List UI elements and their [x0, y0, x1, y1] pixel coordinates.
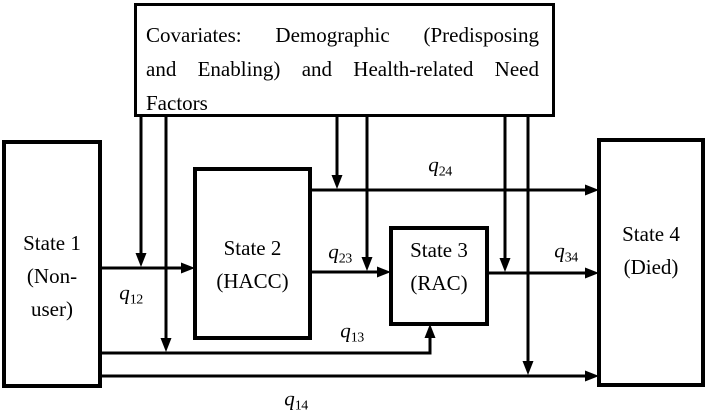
state3-label-line: (RAC): [410, 271, 468, 295]
q-subscript: 13: [350, 330, 365, 346]
q-symbol: q: [340, 318, 351, 343]
covariate-arrow-to-q23: [361, 117, 373, 271]
arrowhead-down-icon: [160, 338, 172, 352]
state2-label-line: (HACC): [216, 268, 289, 293]
q-symbol: q: [554, 238, 565, 263]
state1-label-line: State 1: [23, 230, 81, 255]
covariates-text-line: Covariates: Demographic (Predisposing: [146, 23, 539, 47]
q-symbol: q: [284, 386, 295, 411]
q-symbol: q: [119, 280, 130, 305]
q-subscript: 24: [438, 164, 453, 180]
state3-box: State 3 (RAC): [389, 226, 489, 326]
state2-box: State 2 (HACC): [193, 167, 312, 340]
arrow-q34: [489, 267, 599, 279]
arrowhead-down-icon: [135, 253, 147, 267]
arrow-q12: [102, 262, 195, 274]
state1-label-line: (Non-: [26, 263, 78, 288]
transition-label-q34: q34: [554, 238, 579, 266]
covariate-arrow-to-q24: [331, 117, 343, 189]
state3-label-line: State 3: [410, 238, 468, 262]
arrowhead-down-icon: [499, 258, 511, 272]
state4-label-line: State 4: [622, 221, 680, 246]
covariates-box: Covariates: Demographic (Predisposing an…: [134, 3, 555, 117]
state4-label-line: (Died): [623, 254, 679, 279]
transition-label-q14: q14: [284, 386, 309, 413]
state1-label-line: user): [31, 296, 73, 321]
q-subscript: 23: [338, 251, 353, 267]
q-symbol: q: [328, 239, 339, 264]
arrowhead-up-icon: [424, 324, 436, 338]
covariate-arrow-to-q14: [522, 117, 534, 375]
covariates-text-line: and Enabling) and Health-related Need: [146, 57, 539, 81]
arrow-q14: [102, 370, 599, 382]
arrowhead-down-icon: [361, 257, 373, 271]
covariate-arrow-to-q12: [135, 117, 147, 267]
covariate-arrow-to-q13: [160, 117, 172, 352]
state2-label-line: State 2: [223, 235, 282, 260]
transition-label-q24: q24: [428, 152, 453, 180]
arrow-q23: [312, 266, 391, 278]
state4-box: State 4 (Died): [597, 138, 705, 387]
covariates-text-line: Factors: [146, 91, 208, 115]
q-subscript: 14: [294, 398, 309, 413]
q-subscript: 12: [129, 292, 144, 308]
q-subscript: 34: [564, 250, 579, 266]
q-symbol: q: [428, 152, 439, 177]
transition-label-q23: q23: [328, 239, 353, 267]
state1-box: State 1 (Non- user): [2, 140, 102, 388]
arrowhead-down-icon: [522, 361, 534, 375]
transition-label-q13: q13: [340, 318, 365, 346]
arrowhead-down-icon: [331, 175, 343, 189]
covariate-arrow-to-q34: [499, 117, 511, 272]
transition-label-q12: q12: [119, 280, 144, 308]
arrow-q24: [312, 184, 599, 196]
